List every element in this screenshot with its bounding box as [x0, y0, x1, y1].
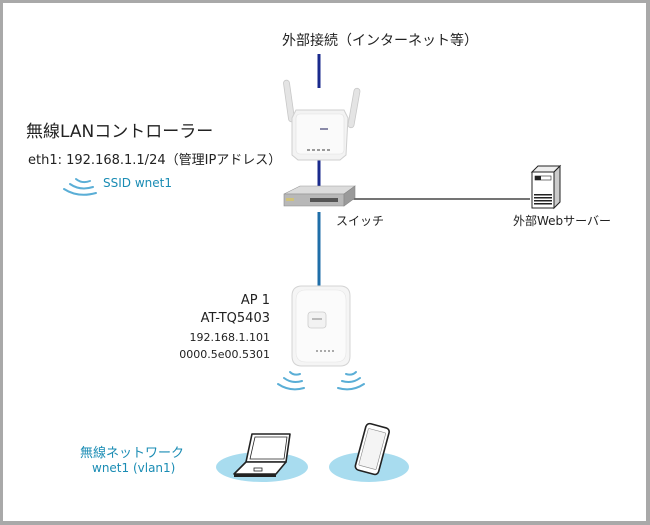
smartphone-client-icon — [329, 422, 409, 482]
controller-title: 無線LANコントローラー — [26, 122, 214, 142]
switch-label: スイッチ — [336, 214, 385, 228]
switch-icon — [283, 185, 356, 207]
controller-eth-address: eth1: 192.168.1.1/24（管理IPアドレス） — [28, 153, 282, 168]
ap-name: AP 1 — [240, 293, 270, 308]
ap-ip-address: 192.168.1.101 — [189, 331, 270, 344]
wireless-network-subtitle: wnet1 (vlan1) — [92, 461, 176, 475]
ap-mac-address: 0000.5e00.5301 — [179, 348, 270, 361]
ap-wave-right-icon — [337, 371, 365, 391]
ap-model: AT-TQ5403 — [200, 311, 270, 326]
ap-wave-left-icon — [277, 371, 305, 391]
wireless-network-title: 無線ネットワーク — [80, 446, 185, 461]
web-server-icon — [530, 164, 562, 210]
external-connection-label: 外部接続（インターネット等） — [282, 33, 478, 49]
wireless-lan-controller-icon — [283, 79, 361, 161]
access-point-icon — [291, 285, 351, 367]
laptop-client-icon — [216, 433, 308, 482]
web-server-label: 外部Webサーバー — [513, 214, 612, 228]
ssid-label: SSID wnet1 — [103, 176, 172, 190]
ssid-wave-icon — [63, 178, 97, 196]
